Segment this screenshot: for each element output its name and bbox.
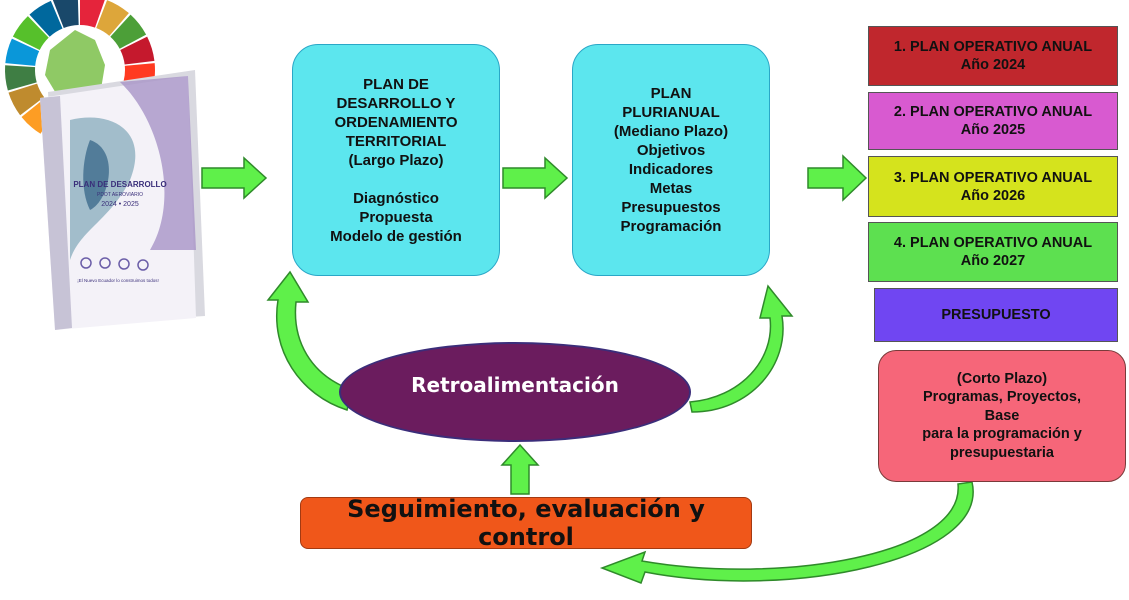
presupuesto-box: PRESUPUESTO xyxy=(874,288,1118,342)
sdg-segment xyxy=(96,0,129,36)
presupuesto-text: PRESUPUESTO xyxy=(941,307,1051,323)
up-arrow xyxy=(500,443,540,495)
book-slogan: ¡El Nuevo Ecuador lo construimos todos! xyxy=(77,278,159,283)
pdot-box: PLAN DE DESARROLLO Y ORDENAMIENTO TERRIT… xyxy=(292,44,500,276)
poa-2024-text: 1. PLAN OPERATIVO ANUAL Año 2024 xyxy=(893,39,1093,73)
book-years: 2024 • 2025 xyxy=(101,201,139,208)
curved-arrow-left xyxy=(266,270,353,411)
sdg-segment xyxy=(8,83,45,116)
plurianual-box: PLAN PLURIANUAL (Mediano Plazo) Objetivo… xyxy=(572,44,770,276)
corto-plazo-text: (Corto Plazo) Programas, Proyectos, Base… xyxy=(922,370,1082,461)
poa-2026-text: 3. PLAN OPERATIVO ANUAL Año 2026 xyxy=(893,169,1093,204)
book-subtitle: PDOT AEROVIARIO xyxy=(97,192,143,198)
pdot-book-image: PLAN DE DESARROLLO PDOT AEROVIARIO 2024 … xyxy=(5,0,205,330)
poa-2026-box: 3. PLAN OPERATIVO ANUAL Año 2026 xyxy=(868,156,1118,217)
sdg-segment xyxy=(120,36,155,65)
right-arrow-3 xyxy=(807,154,868,202)
seguimiento-text: Seguimiento, evaluación y control xyxy=(347,495,705,551)
right-arrow-1 xyxy=(201,156,268,200)
book-title: PLAN DE DESARROLLO xyxy=(73,180,166,189)
sdg-segment xyxy=(12,16,49,50)
pdot-text: PLAN DE DESARROLLO Y ORDENAMIENTO TERRIT… xyxy=(330,75,462,245)
sdg-segment xyxy=(29,0,63,37)
sdg-segment xyxy=(110,14,147,49)
retroalimentacion-ellipse: Retroalimentación xyxy=(339,342,691,442)
poa-2027-box: 4. PLAN OPERATIVO ANUAL Año 2027 xyxy=(868,222,1118,282)
sdg-segment xyxy=(52,0,79,29)
curved-arrow-right xyxy=(689,284,794,413)
book-cover: PLAN DE DESARROLLO PDOT AEROVIARIO 2024 … xyxy=(40,70,205,330)
poa-2025-box: 2. PLAN OPERATIVO ANUAL Año 2025 xyxy=(868,92,1118,150)
seguimiento-box: Seguimiento, evaluación y control xyxy=(300,495,752,551)
sdg-segment xyxy=(5,38,40,66)
poa-2027-text: 4. PLAN OPERATIVO ANUAL Año 2027 xyxy=(893,235,1093,269)
poa-2024-box: 1. PLAN OPERATIVO ANUAL Año 2024 xyxy=(868,26,1118,86)
retroalimentacion-text: Retroalimentación xyxy=(411,373,619,397)
sdg-segment xyxy=(80,0,105,28)
sdg-segment xyxy=(5,65,37,91)
right-arrow-2 xyxy=(502,156,569,200)
poa-2025-text: 2. PLAN OPERATIVO ANUAL Año 2025 xyxy=(893,104,1093,138)
corto-plazo-box: (Corto Plazo) Programas, Proyectos, Base… xyxy=(878,350,1126,482)
plurianual-text: PLAN PLURIANUAL (Mediano Plazo) Objetivo… xyxy=(613,85,729,235)
curved-arrow-bottom xyxy=(599,481,974,584)
